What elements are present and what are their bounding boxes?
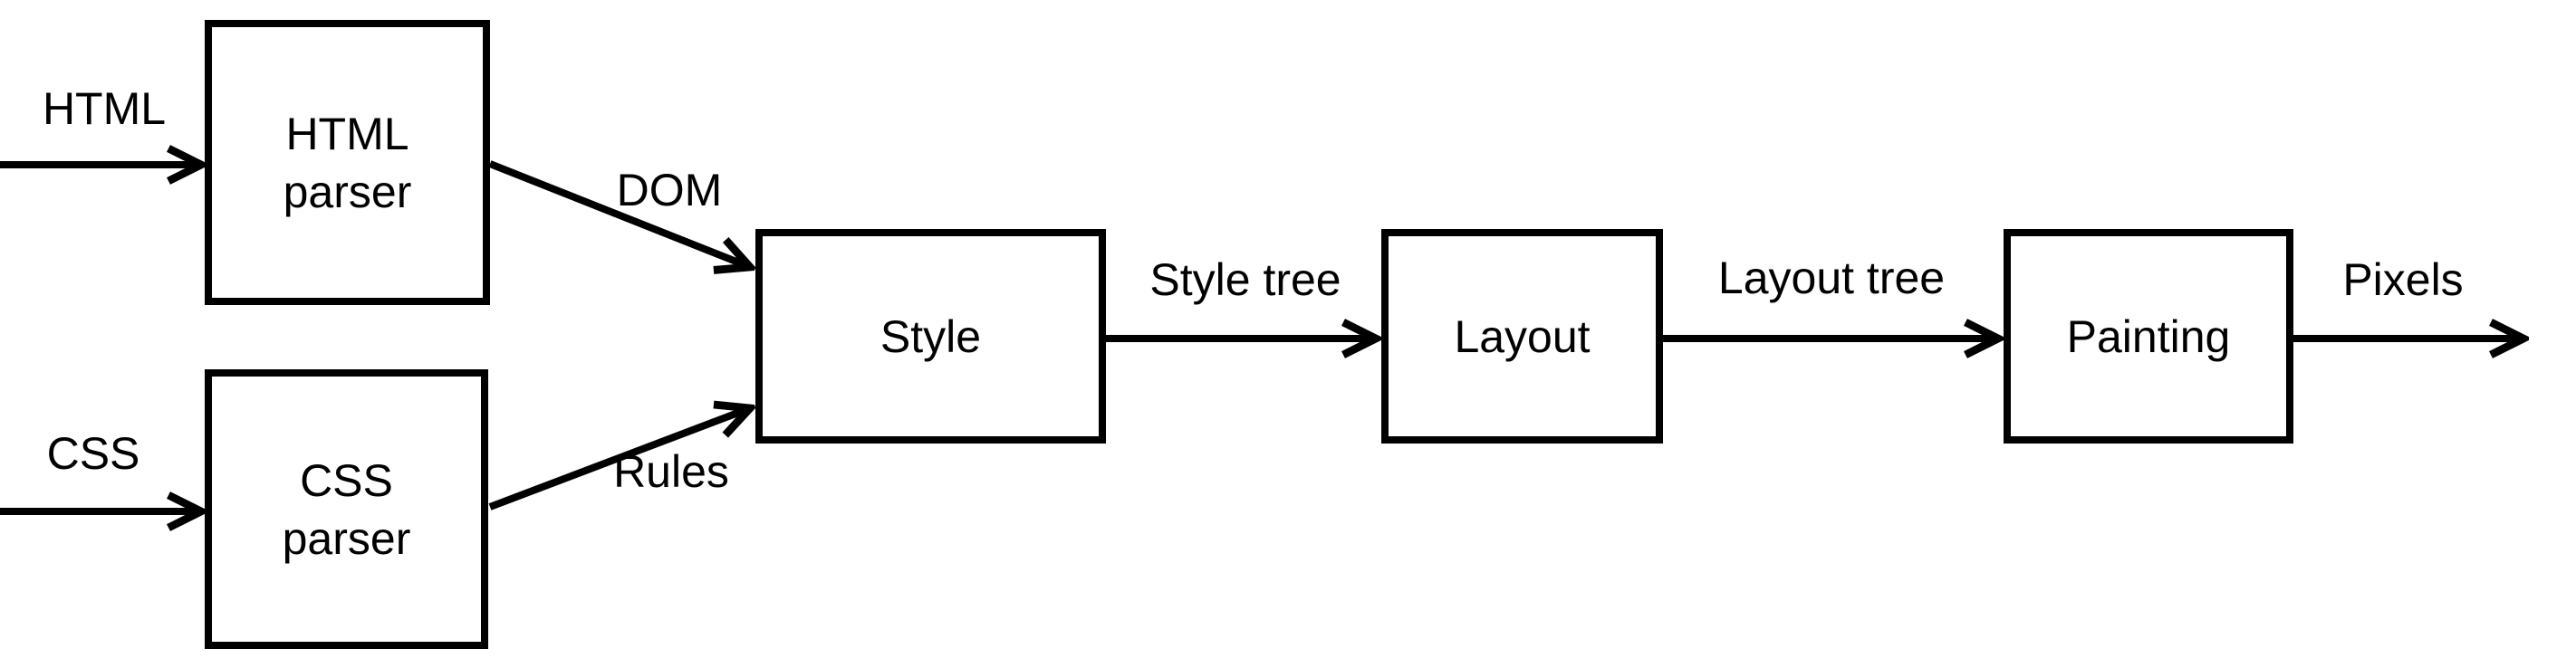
css-parser-box: CSS parser bbox=[205, 369, 488, 649]
html-input-label: HTML bbox=[42, 83, 167, 134]
pixels-label: Pixels bbox=[2342, 254, 2464, 305]
painting-box-label: Painting bbox=[2066, 310, 2231, 362]
style-tree-label: Style tree bbox=[1149, 254, 1341, 305]
layout-box-label: Layout bbox=[1454, 310, 1591, 362]
css-parser-box-label: CSS parser bbox=[282, 454, 411, 564]
html-parser-box-label: HTML parser bbox=[283, 108, 412, 217]
style-box: Style bbox=[755, 229, 1106, 444]
painting-box: Painting bbox=[2004, 229, 2293, 444]
layout-tree-label: Layout tree bbox=[1717, 253, 1946, 303]
arrow-dom bbox=[488, 160, 750, 267]
style-box-label: Style bbox=[879, 310, 982, 362]
layout-box: Layout bbox=[1381, 229, 1663, 444]
arrow-rules bbox=[488, 408, 750, 511]
css-input-label: CSS bbox=[46, 428, 140, 479]
html-parser-box: HTML parser bbox=[205, 20, 490, 305]
dom-label: DOM bbox=[616, 165, 723, 215]
rules-label: Rules bbox=[613, 446, 729, 497]
